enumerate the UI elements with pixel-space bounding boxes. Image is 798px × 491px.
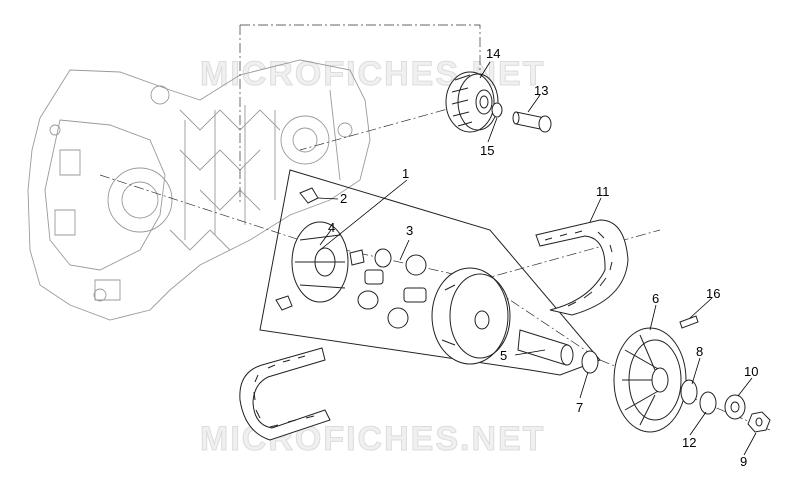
pin-16 bbox=[679, 315, 699, 329]
callout-14: 14 bbox=[486, 46, 500, 61]
variator-pulley bbox=[431, 267, 511, 365]
washer-8 bbox=[680, 379, 698, 405]
watermark-top: MICROFICHES.NET bbox=[200, 55, 545, 93]
nut-9 bbox=[747, 411, 771, 433]
callout-11: 11 bbox=[596, 184, 610, 199]
leader-lines bbox=[317, 61, 757, 456]
callout-12: 12 bbox=[682, 435, 696, 450]
variator-group-frame bbox=[259, 169, 601, 376]
callout-3: 3 bbox=[406, 223, 413, 238]
callout-1: 1 bbox=[402, 166, 409, 181]
shaft-pin-13 bbox=[512, 111, 552, 133]
callout-15: 15 bbox=[480, 143, 494, 158]
crankcase-housing bbox=[27, 59, 371, 321]
drive-belt-11 bbox=[535, 219, 629, 316]
nut-washer-10 bbox=[724, 394, 746, 420]
callout-6: 6 bbox=[652, 291, 659, 306]
washer-7 bbox=[581, 350, 599, 374]
fan-gear-6 bbox=[613, 327, 687, 433]
callout-7: 7 bbox=[576, 400, 583, 415]
rollers-3 bbox=[349, 248, 427, 329]
callout-10: 10 bbox=[744, 364, 758, 379]
callout-2: 2 bbox=[340, 191, 347, 206]
clip-2 bbox=[299, 187, 319, 204]
callout-5: 5 bbox=[500, 348, 507, 363]
callout-9: 9 bbox=[740, 454, 747, 469]
bush-5 bbox=[517, 329, 574, 366]
callout-8: 8 bbox=[696, 344, 703, 359]
callout-13: 13 bbox=[534, 83, 548, 98]
washer-12 bbox=[699, 391, 717, 415]
ramp-plate-4 bbox=[275, 221, 349, 311]
idler-pulley bbox=[445, 71, 499, 133]
callout-4: 4 bbox=[328, 220, 335, 235]
washer-15 bbox=[491, 102, 503, 118]
callout-16: 16 bbox=[706, 286, 720, 301]
drive-belt-loose bbox=[239, 347, 331, 441]
